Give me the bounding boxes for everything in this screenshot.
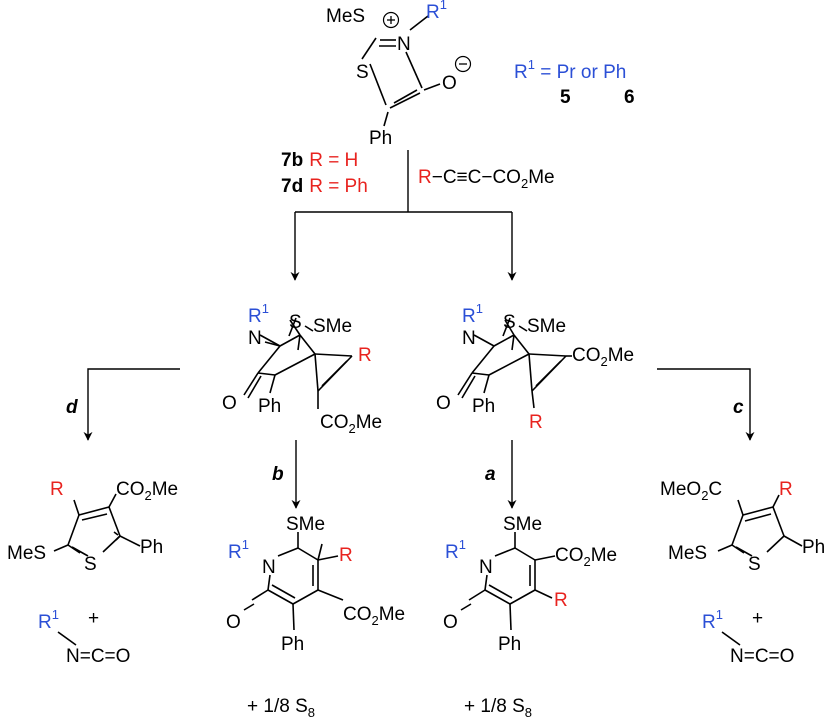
- int-left-r1-label: R1: [248, 301, 269, 327]
- isocyanate-left-r1: R1: [38, 607, 59, 633]
- pyr-left-r-label: R: [339, 545, 353, 566]
- thio-right-ph: Ph: [802, 537, 825, 558]
- isocyanate-right-nco: N=C=O: [730, 646, 794, 667]
- int-left-co2me: CO2Me: [320, 412, 382, 436]
- start-r1-label: R1: [426, 0, 447, 23]
- int-right-s-bridge: S: [503, 312, 516, 333]
- int-left-sme: SMe: [313, 316, 352, 337]
- legend-r1-definition: R1 = Pr or Ph: [514, 57, 626, 83]
- pyr-right-r-label: R: [554, 590, 568, 611]
- plus-charge-icon: [382, 11, 400, 29]
- start-mes-label: MeS: [326, 6, 365, 27]
- int-left-o-atom: O: [222, 393, 237, 414]
- start-ph-label: Ph: [369, 128, 392, 149]
- thio-right-r-label: R: [779, 479, 793, 500]
- compound-6-label: 6: [624, 87, 635, 108]
- pyr-right-co2me: CO2Me: [555, 545, 617, 569]
- product-thiophene-left: R CO2Me MeS S Ph R1 + N=C=O: [7, 479, 178, 667]
- product-pyridone-right: SMe R1 N CO2Me O R Ph + 1/8 S8: [443, 514, 617, 720]
- pyr-right-o-atom: O: [443, 612, 458, 633]
- int-right-sme: SMe: [527, 316, 566, 337]
- product-thiophene-right: MeO2C R MeS S Ph R1 + N=C=O: [660, 479, 825, 667]
- int-left-ph-label: Ph: [258, 396, 281, 417]
- int-left-n-atom: N: [248, 328, 262, 349]
- pyr-right-ph: Ph: [498, 634, 521, 655]
- split-arrow: [290, 150, 517, 281]
- pyr-right-n-atom: N: [479, 557, 493, 578]
- isocyanate-right-plus: +: [752, 608, 763, 629]
- pyr-left-ph: Ph: [281, 634, 304, 655]
- pathway-d-label: d: [66, 397, 78, 418]
- pyr-left-byproduct: + 1/8 S8: [247, 696, 315, 720]
- alkyne-formula: R−C≡C−CO2Me: [418, 167, 555, 191]
- pyr-right-byproduct: + 1/8 S8: [464, 696, 532, 720]
- compound-5-label: 5: [560, 87, 571, 108]
- minus-charge-icon: [454, 55, 472, 73]
- thio-left-co2me: CO2Me: [116, 479, 178, 503]
- thio-left-r-label: R: [50, 479, 64, 500]
- thio-right-meo2c: MeO2C: [660, 479, 722, 503]
- int-left-s-bridge: S: [289, 312, 302, 333]
- pyr-left-sme: SMe: [286, 514, 325, 535]
- int-right-ph-label: Ph: [472, 396, 495, 417]
- pathway-c-label: c: [733, 397, 744, 418]
- substituent-legend: R1 = Pr or Ph 5 6: [514, 57, 635, 108]
- pyr-left-r1-label: R1: [228, 537, 249, 563]
- thio-right-mes: MeS: [668, 543, 707, 564]
- pyr-left-co2me: CO2Me: [343, 604, 405, 628]
- thio-right-s-atom: S: [748, 554, 761, 575]
- start-n-atom: N: [397, 34, 411, 55]
- pyr-left-n-atom: N: [262, 557, 276, 578]
- int-right-o-atom: O: [436, 393, 451, 414]
- pyr-right-sme: SMe: [503, 514, 542, 535]
- isocyanate-left-nco: N=C=O: [66, 646, 130, 667]
- isocyanate-right-r1: R1: [702, 607, 723, 633]
- intermediate-left-bicycle: N R1 S SMe R O Ph CO2Me: [222, 301, 382, 436]
- start-o-atom: O: [442, 73, 457, 94]
- thio-left-ph: Ph: [140, 537, 163, 558]
- start-mesoionic-thiazole: MeS N R1 S O Ph: [326, 0, 472, 149]
- product-pyridone-left: SMe R1 N R O CO2Me Ph + 1/8 S8: [226, 514, 405, 720]
- int-left-r-label: R: [358, 345, 372, 366]
- pyr-left-o-atom: O: [226, 612, 241, 633]
- int-right-n-atom: N: [462, 328, 476, 349]
- pathway-a-label: a: [485, 464, 496, 485]
- isocyanate-left-plus: +: [88, 608, 99, 629]
- start-s-atom: S: [356, 62, 369, 83]
- thio-left-mes: MeS: [7, 543, 46, 564]
- pathway-b-label: b: [272, 464, 284, 485]
- int-right-r-label: R: [529, 412, 543, 433]
- int-right-co2me: CO2Me: [572, 345, 634, 369]
- pyr-right-r1-label: R1: [445, 537, 466, 563]
- intermediate-right-bicycle: N R1 S SMe CO2Me O Ph R: [436, 301, 634, 433]
- thio-left-s-atom: S: [84, 554, 97, 575]
- int-right-r1-label: R1: [462, 301, 483, 327]
- pathway-arrows: d b a c: [66, 368, 755, 509]
